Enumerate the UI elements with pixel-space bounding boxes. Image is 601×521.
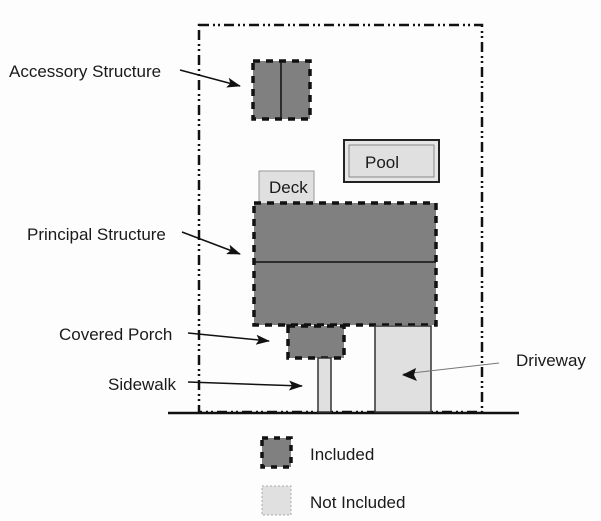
legend-not-included-swatch [261, 485, 292, 516]
driveway [374, 325, 432, 413]
deck: Deck [258, 170, 315, 205]
covered-porch-label: Covered Porch [59, 325, 172, 344]
driveway-label: Driveway [516, 351, 586, 370]
legend-included-swatch [260, 436, 293, 469]
sidewalk-label: Sidewalk [108, 375, 177, 394]
sidewalk [317, 357, 332, 413]
legend: Included Not Included [260, 436, 405, 516]
deck-label: Deck [269, 178, 308, 197]
principal-arrow [181, 231, 241, 255]
lot-boundary [197, 23, 484, 414]
pool: Pool [343, 139, 440, 183]
driveway-arrowhead [402, 368, 417, 381]
porch-arrow [187, 332, 270, 345]
sidewalk-arrow [187, 380, 303, 391]
accessory-structure [251, 59, 312, 121]
accessory-arrow [179, 69, 241, 88]
pool-label: Pool [365, 153, 399, 172]
legend-not-included-label: Not Included [310, 493, 405, 512]
driveway-arrow [402, 362, 500, 375]
principal-structure-label: Principal Structure [27, 225, 166, 244]
principal-structure [252, 201, 438, 327]
covered-porch [286, 324, 346, 360]
legend-included-label: Included [310, 445, 374, 464]
accessory-structure-label: Accessory Structure [9, 62, 161, 81]
